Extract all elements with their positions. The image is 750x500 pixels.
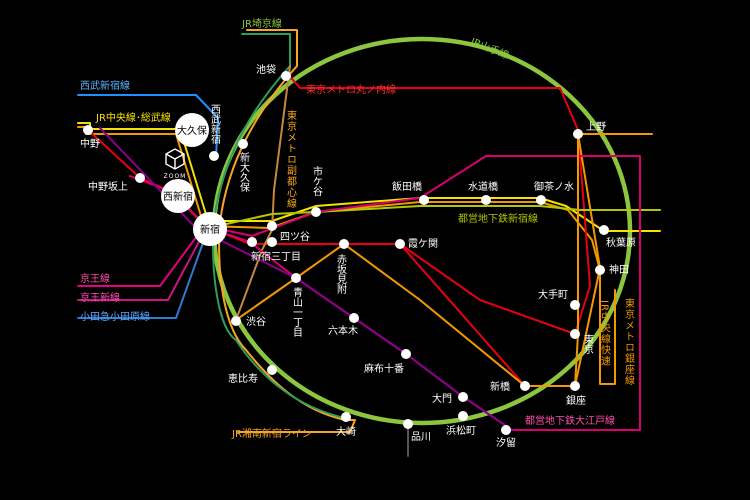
station-label-seibu-shinjuku: 西武新宿 <box>209 104 221 145</box>
label-keio: 京王線 <box>80 272 110 285</box>
station-label-daimon: 大門 <box>432 392 452 405</box>
label-metro-marunouchi: 東京メトロ丸ノ内線 <box>306 83 396 96</box>
station-marker-tokyo[interactable] <box>570 329 580 339</box>
station-label-azabu-juban: 麻布十番 <box>364 362 404 375</box>
zoom-logo-text: ZOOM <box>164 173 187 180</box>
station-marker-kanda[interactable] <box>595 265 605 275</box>
station-label-ikebukuro: 池袋 <box>256 63 276 76</box>
line-metro-marunouchi-north <box>285 71 579 131</box>
station-label-shibuya: 渋谷 <box>246 315 266 328</box>
station-marker-ochanomizu[interactable] <box>536 195 546 205</box>
station-hub-okubo[interactable] <box>175 113 209 147</box>
station-marker-ueno[interactable] <box>573 129 583 139</box>
station-label-nakano: 中野 <box>80 137 100 150</box>
line-metro-marunouchi-hibiya <box>399 243 526 387</box>
station-marker-shinagawa[interactable] <box>403 419 413 429</box>
station-marker-shinjuku-sanchome[interactable] <box>247 237 257 247</box>
station-label-iidabashi: 飯田橋 <box>392 180 422 193</box>
label-metro-fukutoshin: 東京メトロ副都心線 <box>285 109 297 209</box>
label-metro-ginza: 東京メトロ銀座線 <box>623 297 635 386</box>
station-hub-shinjuku[interactable] <box>193 212 227 246</box>
station-marker-suidobashi[interactable] <box>481 195 491 205</box>
station-label-shiodome: 汐留 <box>496 436 516 449</box>
station-label-akasaka-mitsuke: 赤坂見附 <box>335 254 347 295</box>
station-marker-azabu-juban[interactable] <box>401 349 411 359</box>
station-marker-osaki[interactable] <box>341 412 351 422</box>
station-hub-nishi-shinjuku[interactable] <box>161 179 195 213</box>
station-label-ebisu: 恵比寿 <box>228 372 258 385</box>
station-label-otemachi: 大手町 <box>538 288 568 301</box>
station-marker-yotsuya-b[interactable] <box>267 237 277 247</box>
station-marker-shimbashi[interactable] <box>520 381 530 391</box>
station-label-tokyo: 東京 <box>582 333 594 355</box>
station-marker-shiodome[interactable] <box>501 425 511 435</box>
station-marker-shin-okubo[interactable] <box>238 139 248 149</box>
station-marker-iidabashi[interactable] <box>419 195 429 205</box>
station-marker-ginza[interactable] <box>570 381 580 391</box>
line-keio <box>77 231 201 287</box>
station-marker-aoyama-itchome[interactable] <box>291 273 301 283</box>
station-label-aoyama-itchome: 青山一丁目 <box>291 286 303 337</box>
station-label-shin-okubo: 新大久保 <box>238 151 250 193</box>
label-seibu-shinjuku: 西武新宿線 <box>80 79 130 92</box>
station-label-okubo: 大久保 <box>177 124 207 137</box>
station-label-nakano-sakaue: 中野坂上 <box>88 180 128 193</box>
line-toei-shinjuku <box>207 205 661 229</box>
station-marker-kasumigaseki[interactable] <box>395 239 405 249</box>
station-label-shimbashi: 新橋 <box>490 380 510 393</box>
station-marker-ichigaya[interactable] <box>311 207 321 217</box>
station-marker-otemachi[interactable] <box>570 300 580 310</box>
station-marker-akihabara[interactable] <box>599 225 609 235</box>
station-label-shinjuku: 新宿 <box>200 223 220 236</box>
label-jr-chuo-sobu: JR中央線･総武線 <box>95 111 171 124</box>
label-toei-shinjuku: 都営地下鉄新宿線 <box>458 212 538 225</box>
station-label-suidobashi: 水道橋 <box>468 180 498 193</box>
station-label-nishi-shinjuku: 西新宿 <box>163 190 193 203</box>
zoom-logo: ZOOM <box>164 148 187 180</box>
line-jr-saikyo <box>212 33 291 341</box>
label-jr-chuo-rapid: JR中央線快速 <box>599 299 611 367</box>
line-odakyu <box>77 239 205 319</box>
station-marker-shibuya[interactable] <box>231 316 241 326</box>
label-jr-saikyo: JR埼京線 <box>241 17 282 30</box>
station-label-shinjuku-sanchome: 新宿三丁目 <box>251 250 301 263</box>
station-marker-roppongi[interactable] <box>349 313 359 323</box>
station-label-roppongi: 六本木 <box>328 324 358 337</box>
label-keio-new: 京王新線 <box>80 291 120 304</box>
station-marker-seibu-shinjuku[interactable] <box>209 151 219 161</box>
station-marker-daimon[interactable] <box>458 392 468 402</box>
station-label-yotsuya: 四ツ谷 <box>280 231 310 243</box>
station-label-akihabara: 秋葉原 <box>606 236 636 249</box>
label-toei-oedo: 都営地下鉄大江戸線 <box>525 414 615 427</box>
station-label-ginza: 銀座 <box>566 394 586 407</box>
label-jr-shonan: JR湘南新宿ライン <box>231 427 312 440</box>
station-marker-ebisu[interactable] <box>267 365 277 375</box>
station-label-ueno: 上野 <box>586 121 606 133</box>
line-keio-new <box>77 235 203 301</box>
station-marker-akasaka-mitsuke[interactable] <box>339 239 349 249</box>
label-odakyu: 小田急小田原線 <box>80 310 150 323</box>
station-label-ichigaya: 市ケ谷 <box>311 165 323 197</box>
station-label-hamamatsucho: 浜松町 <box>446 424 476 437</box>
station-label-kanda: 神田 <box>609 263 629 276</box>
station-marker-hamamatsucho[interactable] <box>458 411 468 421</box>
station-marker-yotsuya-a[interactable] <box>267 221 277 231</box>
line-jr-saikyo-south <box>235 339 346 419</box>
zoom-cube-icon <box>165 148 185 170</box>
station-label-kasumigaseki: 霞ケ関 <box>408 238 438 250</box>
station-label-osaki: 大崎 <box>336 425 356 438</box>
station-marker-ikebukuro[interactable] <box>281 71 291 81</box>
station-marker-nakano-sakaue[interactable] <box>135 173 145 183</box>
station-label-shinagawa: 品川 <box>411 431 431 443</box>
station-marker-nakano[interactable] <box>83 125 93 135</box>
line-seibu-shinjuku <box>77 94 219 159</box>
station-label-ochanomizu: 御茶ノ水 <box>534 180 574 193</box>
